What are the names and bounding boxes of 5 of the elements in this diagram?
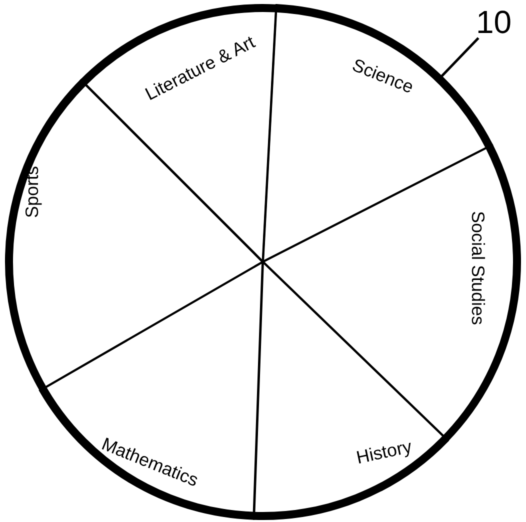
leader-line	[440, 37, 480, 78]
callout-number: 10	[476, 6, 512, 38]
sector-label: Sports	[23, 166, 41, 218]
sector-label: Social Studies	[469, 210, 487, 326]
sector-label: History	[354, 437, 414, 467]
